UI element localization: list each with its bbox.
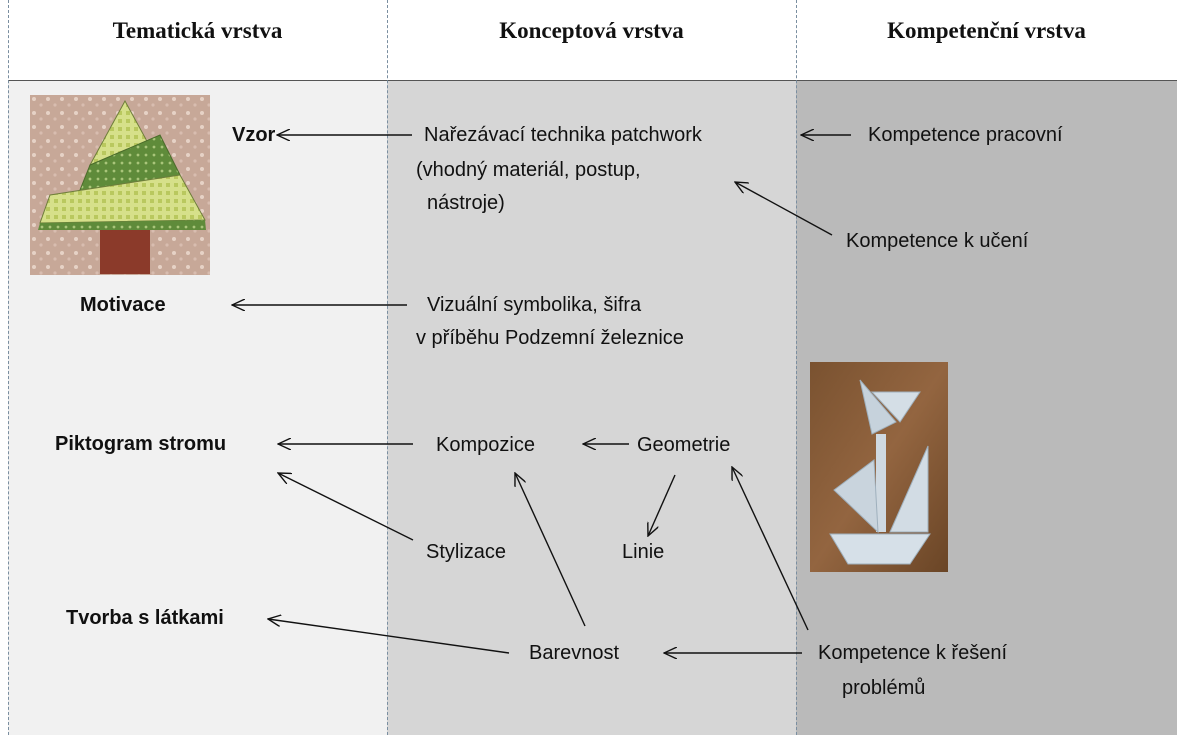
- paper-boat-photo: [810, 362, 948, 572]
- label-kompetence-pracovni: Kompetence pracovní: [868, 124, 1063, 146]
- label-symbolika-1: Vizuální symbolika, šifra: [427, 294, 642, 316]
- arrow-uceni-to-technika: [735, 182, 833, 236]
- label-technika-1: Nařezávací technika patchwork: [424, 124, 702, 146]
- label-symbolika-2: v příběhu Podzemní železnice: [416, 327, 684, 349]
- label-kompetence-reseni-1: Kompetence k řešení: [818, 642, 1007, 664]
- label-kompetence-uceni: Kompetence k učení: [846, 230, 1029, 252]
- tree-quilt-photo: [30, 95, 210, 275]
- arrow-stylizace-to-piktogram: [278, 473, 414, 541]
- header-row: Tematická vrstva Konceptová vrstva Kompe…: [8, 0, 1177, 81]
- left-border: [8, 0, 9, 735]
- arrow-geometrie-to-linie: [648, 474, 676, 536]
- label-vzor: Vzor: [232, 124, 276, 146]
- label-kompozice: Kompozice: [436, 434, 535, 456]
- label-tvorba: Tvorba s látkami: [66, 607, 224, 629]
- label-geometrie: Geometrie: [637, 434, 731, 456]
- label-piktogram: Piktogram stromu: [55, 433, 227, 455]
- arrow-barevnost-to-tvorba: [268, 619, 510, 654]
- label-barevnost: Barevnost: [529, 642, 620, 664]
- label-stylizace: Stylizace: [426, 541, 507, 563]
- label-motivace: Motivace: [80, 294, 166, 316]
- arrow-reseni-to-geometrie: [732, 467, 809, 631]
- conceptual-column-bg: [387, 80, 796, 735]
- label-kompetence-reseni-2: problémů: [842, 677, 926, 699]
- column-divider-2: [796, 0, 797, 735]
- arrow-barevnost-to-kompozice: [515, 473, 586, 627]
- label-technika-2: (vhodný materiál, postup,: [416, 159, 641, 181]
- label-linie: Linie: [622, 541, 665, 563]
- column-divider-1: [387, 0, 388, 735]
- header-conceptual: Konceptová vrstva: [499, 18, 684, 43]
- label-technika-3: nástroje): [427, 192, 505, 214]
- header-competence: Kompetenční vrstva: [887, 18, 1086, 43]
- header-thematic: Tematická vrstva: [112, 18, 283, 43]
